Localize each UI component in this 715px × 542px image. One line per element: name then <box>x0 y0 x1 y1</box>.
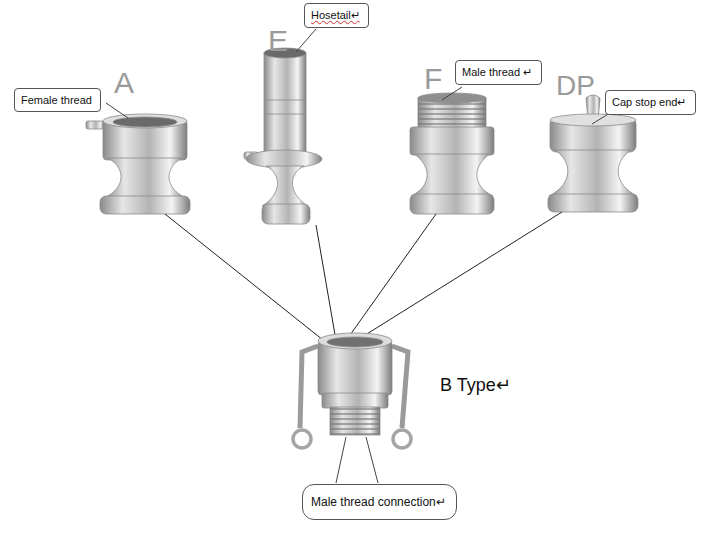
callout-text: Cap stop end↵ <box>612 96 689 109</box>
callout-box: Hosetail↵ <box>304 3 369 28</box>
mating-lines <box>165 212 562 352</box>
callout-box: Female thread <box>14 88 101 112</box>
leader-lines <box>106 29 610 483</box>
callout-text: Hosetail↵ <box>311 9 362 22</box>
callout-text: Female thread <box>21 94 94 106</box>
callout-text: Male thread connection↵ <box>311 495 448 509</box>
type-a-fitting <box>86 114 190 214</box>
fitting-letter: E <box>268 24 288 58</box>
fitting-letter: DP <box>556 70 595 102</box>
fitting-letter: A <box>114 66 134 100</box>
callout-text: Male thread ↵ <box>462 66 535 79</box>
callout-box: Male thread connection↵ <box>302 484 457 520</box>
callout-box: Cap stop end↵ <box>605 90 696 115</box>
type-f-fitting <box>410 93 494 214</box>
type-e-fitting <box>244 48 322 224</box>
type-label: B Type↵ <box>440 374 511 396</box>
type-b-coupler <box>293 333 411 448</box>
fitting-letter: F <box>424 62 442 96</box>
callout-box: Male thread ↵ <box>455 60 542 85</box>
